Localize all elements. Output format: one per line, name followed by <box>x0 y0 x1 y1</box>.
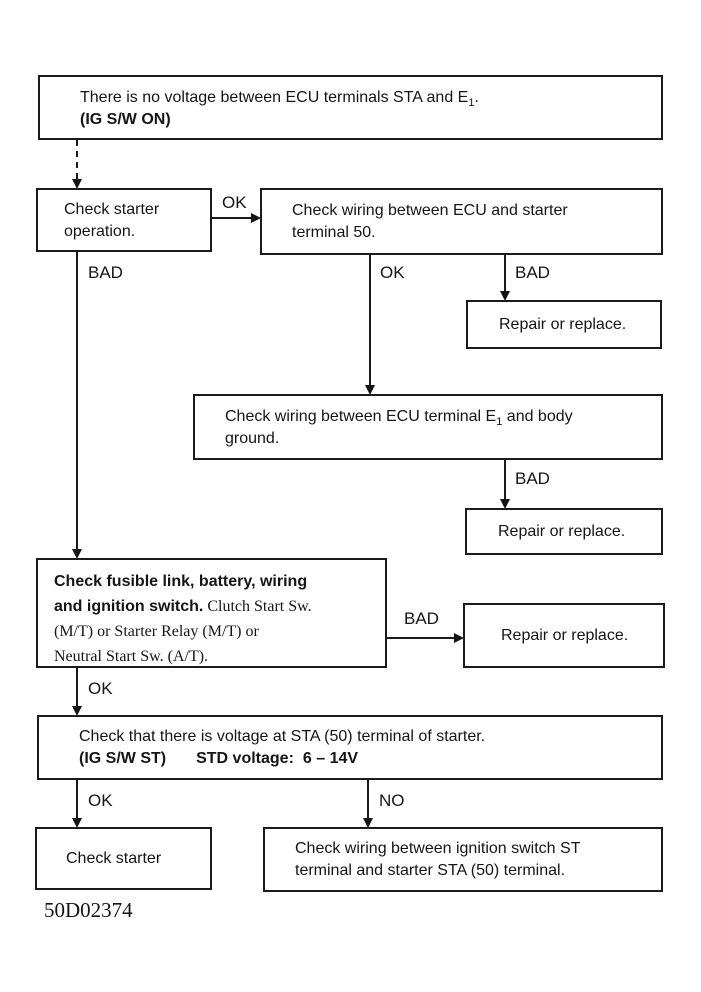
edge-label-ok-2: OK <box>380 263 405 282</box>
arrowhead-down-icon <box>72 549 82 559</box>
connector-operation-bad-to-fusible <box>76 252 78 549</box>
arrowhead-down-icon <box>365 385 375 395</box>
edge-label-bad-4: BAD <box>404 609 439 628</box>
connector-voltage-no-to-ignition <box>367 780 369 818</box>
edge-label-no-1: NO <box>379 791 405 810</box>
edge-label-bad-1: BAD <box>88 263 123 282</box>
figure-code: 50D02374 <box>44 898 133 922</box>
check-fusible-line3: (M/T) or Starter Relay (M/T) or <box>54 623 259 640</box>
node-repair-or-replace-3: Repair or replace. <box>463 603 665 668</box>
node-check-wiring-ecu-starter: Check wiring between ECU and starter ter… <box>260 188 663 255</box>
repair-or-replace-1-text: Repair or replace. <box>499 315 627 333</box>
connector-voltage-ok-to-starter <box>76 780 78 818</box>
connector-fusible-ok-to-voltage <box>76 668 78 706</box>
check-fusible-line1: Check fusible link, battery, wiring <box>54 573 308 590</box>
arrowhead-right-icon <box>251 213 261 223</box>
check-voltage-line1: Check that there is voltage at STA (50) … <box>79 728 486 745</box>
arrowhead-down-icon <box>72 179 82 189</box>
node-check-fusible-link: Check fusible link, battery, wiring and … <box>36 558 387 668</box>
e1-subscript: 1 <box>468 97 475 109</box>
edge-label-ok-3: OK <box>88 679 113 698</box>
node-check-starter: Check starter <box>35 827 212 890</box>
repair-or-replace-2-text: Repair or replace. <box>498 522 626 540</box>
node-check-voltage-sta: Check that there is voltage at STA (50) … <box>37 715 663 780</box>
connector-wiring-bad-to-repair1 <box>504 255 506 291</box>
check-starter-text: Check starter <box>66 849 162 867</box>
connector-wiring-ok-to-e1 <box>369 255 371 385</box>
connector-operation-ok-to-wiring <box>212 217 252 219</box>
check-fusible-line4: Neutral Start Sw. (A/T). <box>54 648 209 665</box>
arrowhead-down-icon <box>72 706 82 716</box>
node-repair-or-replace-1: Repair or replace. <box>466 300 662 349</box>
node-start-condition: There is no voltage between ECU terminal… <box>38 75 663 140</box>
edge-label-ok-4: OK <box>88 791 113 810</box>
check-fusible-line2: and ignition switch. Clutch Start Sw. <box>54 598 312 615</box>
arrowhead-down-icon <box>500 499 510 509</box>
edge-label-bad-3: BAD <box>515 469 550 488</box>
check-wiring-ignition-line2: terminal and starter STA (50) terminal. <box>295 862 566 879</box>
check-starter-operation-line1: Check starter <box>64 201 160 218</box>
connector-e1-bad-to-repair2 <box>504 460 506 499</box>
check-wiring-e1-line2: ground. <box>225 430 280 447</box>
connector-start-to-check-operation <box>76 140 78 179</box>
check-wiring-ignition-line1: Check wiring between ignition switch ST <box>295 840 581 857</box>
check-starter-operation-line2: operation. <box>64 223 136 240</box>
node-repair-or-replace-2: Repair or replace. <box>465 508 663 555</box>
arrowhead-down-icon <box>363 818 373 828</box>
arrowhead-right-icon <box>454 633 464 643</box>
check-wiring-ecu-starter-line2: terminal 50. <box>292 224 376 241</box>
start-condition-line2: (IG S/W ON) <box>80 111 171 128</box>
edge-label-ok-1: OK <box>222 193 247 212</box>
check-voltage-line2: (IG S/W ST)STD voltage:6 – 14V <box>79 750 359 767</box>
check-wiring-ecu-starter-line1: Check wiring between ECU and starter <box>292 202 568 219</box>
node-check-starter-operation: Check starter operation. <box>36 188 212 252</box>
start-condition-line1: There is no voltage between ECU terminal… <box>80 89 479 109</box>
node-check-wiring-e1-ground: Check wiring between ECU terminal E1 and… <box>193 394 663 460</box>
node-check-wiring-ignition: Check wiring between ignition switch ST … <box>263 827 663 892</box>
check-wiring-e1-line1: Check wiring between ECU terminal E1 and… <box>225 408 573 428</box>
repair-or-replace-3-text: Repair or replace. <box>501 626 629 644</box>
connector-fusible-bad-to-repair3 <box>387 637 455 639</box>
arrowhead-down-icon <box>500 291 510 301</box>
arrowhead-down-icon <box>72 818 82 828</box>
e1-subscript: 1 <box>496 416 503 428</box>
edge-label-bad-2: BAD <box>515 263 550 282</box>
